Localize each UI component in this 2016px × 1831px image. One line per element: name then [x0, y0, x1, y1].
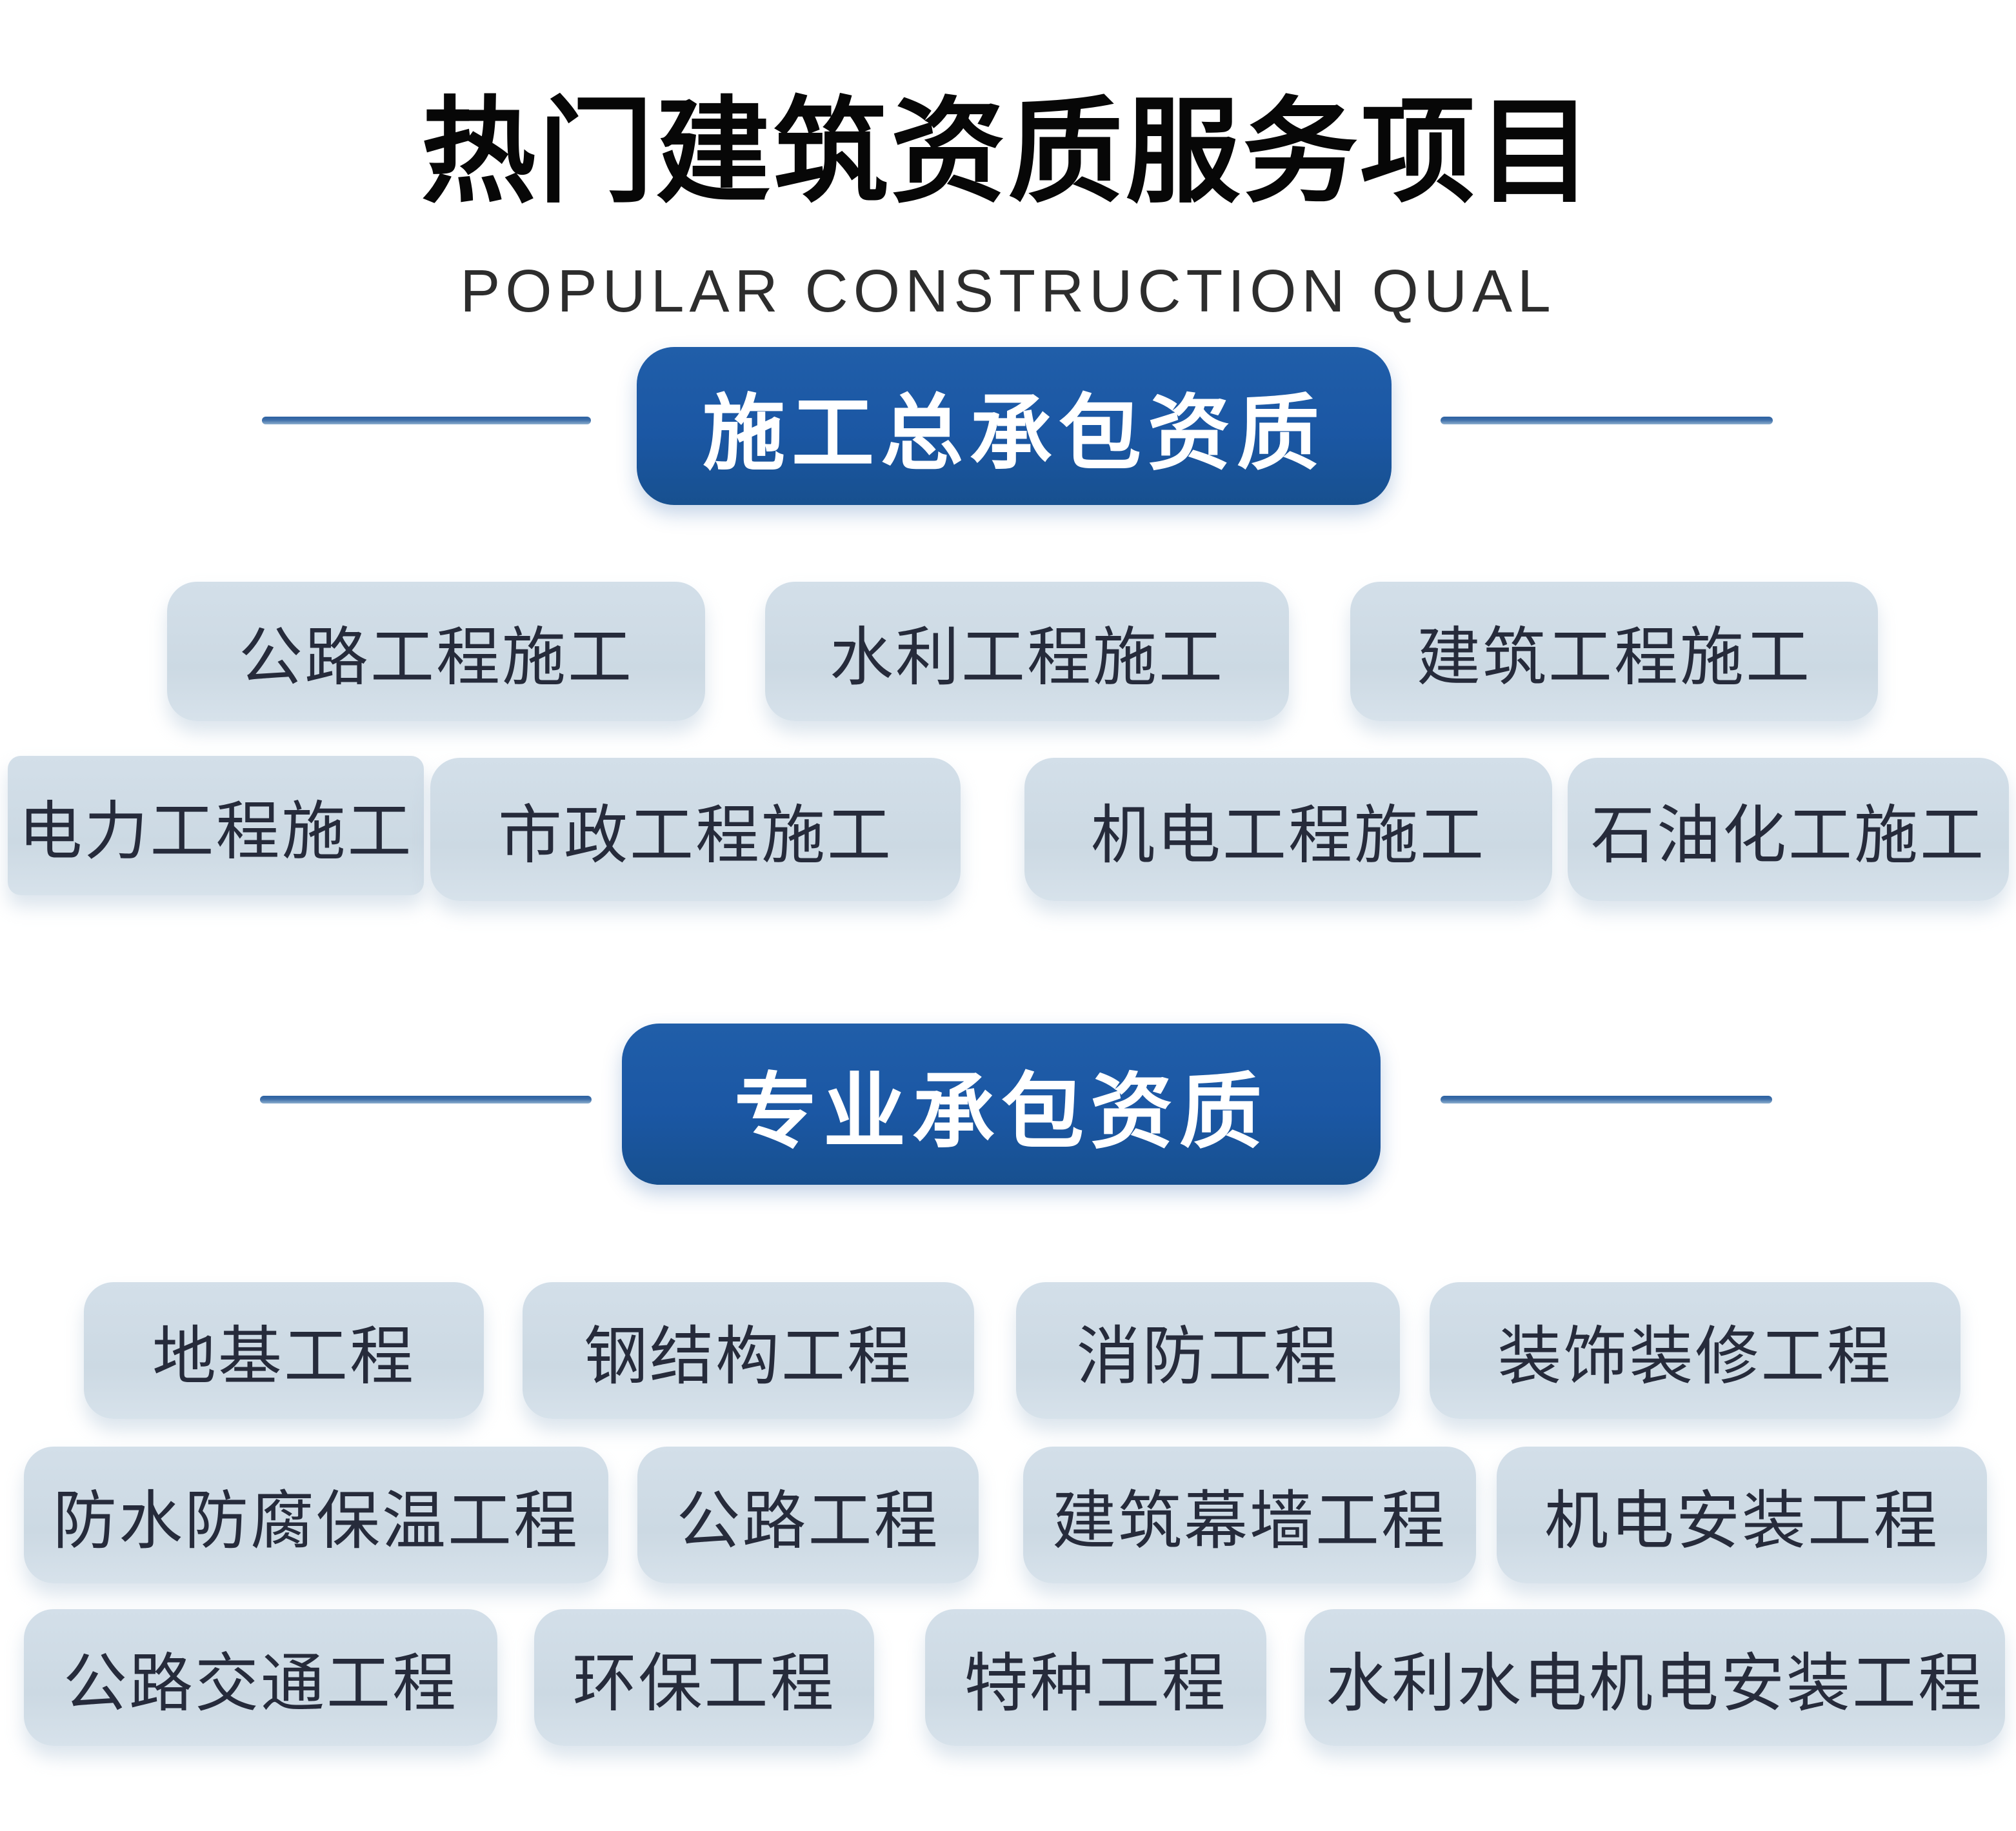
chip-foundation-engineering[interactable]: 地基工程	[84, 1282, 484, 1419]
divider-line-right	[1441, 417, 1773, 424]
chip-petrochemical-construction[interactable]: 石油化工施工	[1568, 758, 2009, 901]
chip-municipal-engineering-construction[interactable]: 市政工程施工	[430, 758, 961, 901]
section-header-label: 专业承包资质	[734, 1065, 1268, 1158]
chip-mechanical-electrical-installation-engineering[interactable]: 机电安装工程	[1497, 1447, 1987, 1583]
chip-curtain-wall-engineering[interactable]: 建筑幕墙工程	[1023, 1447, 1476, 1583]
section-header-general-contracting: 施工总承包资质	[637, 347, 1392, 505]
chip-steel-structure-engineering[interactable]: 钢结构工程	[523, 1282, 974, 1419]
chip-decoration-engineering[interactable]: 装饰装修工程	[1430, 1282, 1961, 1419]
page-subtitle: POPULAR CONSTRUCTION QUAL	[460, 257, 1556, 324]
chip-building-engineering-construction[interactable]: 建筑工程施工	[1350, 582, 1878, 721]
chip-highway-engineering[interactable]: 公路工程	[637, 1447, 979, 1583]
chip-highway-traffic-engineering[interactable]: 公路交通工程	[24, 1609, 497, 1746]
chip-mechanical-electrical-engineering-construction[interactable]: 机电工程施工	[1024, 758, 1552, 901]
divider-line-left	[262, 417, 591, 424]
chip-highway-engineering-construction[interactable]: 公路工程施工	[167, 582, 705, 721]
divider-line-right	[1441, 1096, 1772, 1104]
chip-water-conservancy-hydropower-mechanical-electrical-installation[interactable]: 水利水电机电安装工程	[1304, 1609, 2005, 1746]
chip-special-engineering[interactable]: 特种工程	[925, 1609, 1266, 1746]
chip-electric-power-engineering-construction[interactable]: 电力工程施工	[8, 756, 424, 895]
page-title: 热门建筑资质服务项目	[421, 88, 1595, 216]
section-header-label: 施工总承包资质	[702, 388, 1326, 480]
chip-environmental-protection-engineering[interactable]: 环保工程	[534, 1609, 874, 1746]
chip-water-conservancy-engineering-construction[interactable]: 水利工程施工	[765, 582, 1289, 721]
chip-fire-protection-engineering[interactable]: 消防工程	[1016, 1282, 1400, 1419]
section-header-professional-contracting: 专业承包资质	[622, 1024, 1381, 1185]
chip-waterproof-anticorrosion-insulation-engineering[interactable]: 防水防腐保温工程	[24, 1447, 608, 1583]
divider-line-left	[260, 1096, 592, 1104]
